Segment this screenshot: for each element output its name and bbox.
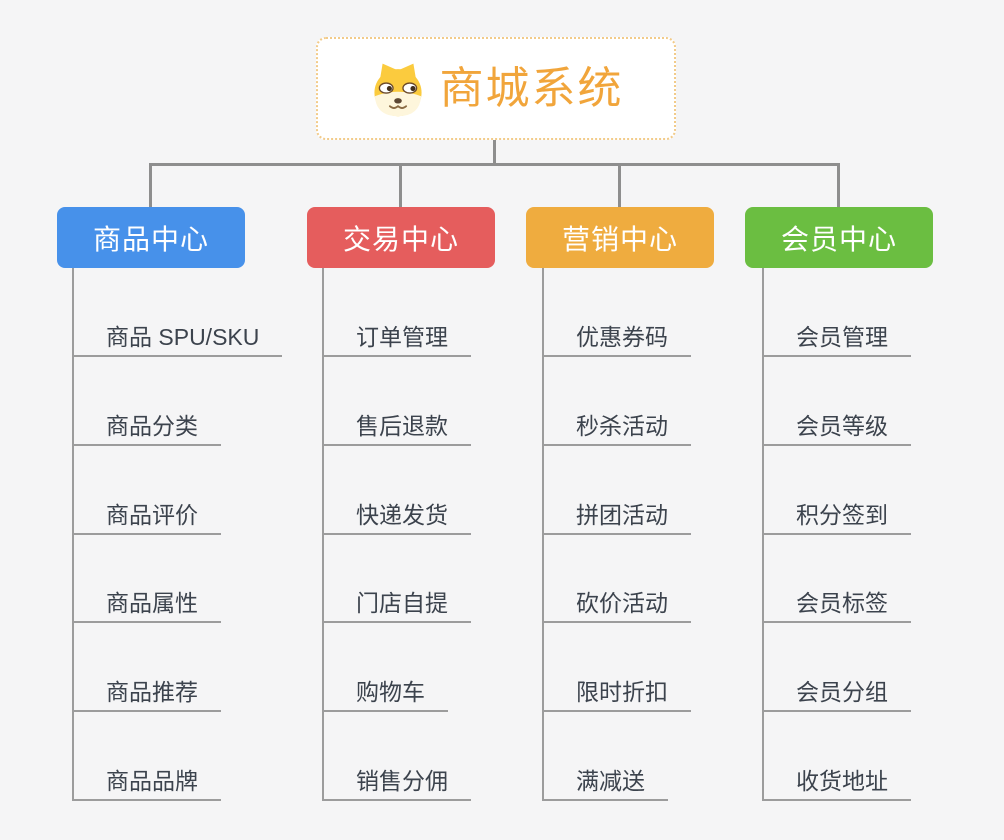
branch-node-marketing-center[interactable]: 营销中心 bbox=[526, 207, 714, 268]
dog-face-icon bbox=[373, 63, 422, 116]
child-node[interactable]: 拼团活动 bbox=[542, 501, 691, 535]
connector-drop-2 bbox=[399, 163, 402, 208]
branch-label: 商品中心 bbox=[92, 223, 209, 255]
child-node[interactable]: 商品评价 bbox=[72, 501, 221, 535]
child-node[interactable]: 收货地址 bbox=[762, 767, 911, 801]
child-node[interactable]: 商品属性 bbox=[72, 589, 221, 623]
child-node[interactable]: 秒杀活动 bbox=[542, 412, 691, 446]
child-node[interactable]: 优惠券码 bbox=[542, 323, 691, 357]
connector-horizontal bbox=[149, 163, 840, 166]
child-node[interactable]: 砍价活动 bbox=[542, 589, 691, 623]
root-node[interactable]: 商城系统 bbox=[316, 37, 676, 140]
child-node[interactable]: 售后退款 bbox=[322, 412, 471, 446]
connector-drop-1 bbox=[149, 163, 152, 208]
child-node[interactable]: 会员管理 bbox=[762, 323, 911, 357]
child-node[interactable]: 积分签到 bbox=[762, 501, 911, 535]
child-node[interactable]: 满减送 bbox=[542, 767, 668, 801]
child-node[interactable]: 会员标签 bbox=[762, 589, 911, 623]
child-node[interactable]: 商品品牌 bbox=[72, 767, 221, 801]
child-node[interactable]: 门店自提 bbox=[322, 589, 471, 623]
child-node[interactable]: 订单管理 bbox=[322, 323, 471, 357]
root-title: 商城系统 bbox=[439, 63, 624, 113]
branch-node-product-center[interactable]: 商品中心 bbox=[57, 207, 245, 268]
child-node[interactable]: 限时折扣 bbox=[542, 678, 691, 712]
child-node[interactable]: 商品推荐 bbox=[72, 678, 221, 712]
branch-label: 营销中心 bbox=[561, 223, 678, 255]
branch-node-trade-center[interactable]: 交易中心 bbox=[307, 207, 495, 268]
child-node[interactable]: 购物车 bbox=[322, 678, 448, 712]
child-node[interactable]: 会员分组 bbox=[762, 678, 911, 712]
child-node[interactable]: 会员等级 bbox=[762, 412, 911, 446]
connector-root-stem bbox=[493, 140, 496, 164]
connector-drop-4 bbox=[837, 163, 840, 208]
child-node[interactable]: 销售分佣 bbox=[322, 767, 471, 801]
child-node[interactable]: 快递发货 bbox=[322, 501, 471, 535]
branch-label: 会员中心 bbox=[780, 223, 897, 255]
child-node[interactable]: 商品 SPU/SKU bbox=[72, 323, 283, 357]
connector-drop-3 bbox=[618, 163, 621, 208]
branch-label: 交易中心 bbox=[342, 223, 459, 255]
branch-node-member-center[interactable]: 会员中心 bbox=[745, 207, 933, 268]
child-node[interactable]: 商品分类 bbox=[72, 412, 221, 446]
